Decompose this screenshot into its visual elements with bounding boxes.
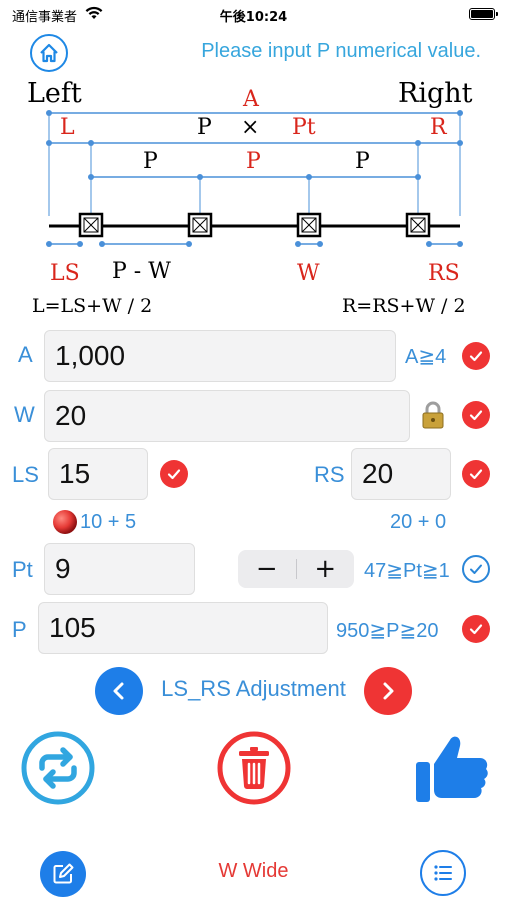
a-check-button[interactable] [462, 342, 490, 370]
prompt-text: Please input P numerical value. [201, 40, 481, 62]
lock-button[interactable] [420, 400, 446, 430]
diagram-r-label: R [430, 115, 448, 140]
diagram-p3-label: P [355, 149, 370, 174]
checkmark-icon [469, 624, 483, 635]
diagram-l-formula: L=LS+W / 2 [32, 295, 152, 317]
diagram-a-label: A [242, 87, 260, 112]
diagram-box-4 [405, 212, 431, 238]
thumbs-up-button[interactable] [412, 726, 492, 806]
wifi-icon [85, 6, 103, 19]
home-icon [40, 43, 58, 63]
swap-button[interactable] [20, 730, 96, 806]
status-bar: 通信事業者 午後10:24 [0, 0, 507, 28]
ls-check-button[interactable] [160, 460, 188, 488]
checkmark-icon [469, 469, 483, 480]
pt-hint: 47≧Pt≧1 [364, 560, 450, 582]
p-hint: 950≧P≧20 [336, 620, 439, 642]
diagram-l-label: L [60, 115, 75, 140]
diagram-pt-label: Pt [292, 115, 316, 140]
diagram-rs-label: RS [428, 261, 460, 286]
battery-icon [469, 8, 498, 20]
stepper-minus-button[interactable]: − [255, 554, 278, 584]
edit-icon [53, 863, 74, 884]
a-hint: A≧4 [405, 346, 447, 368]
diagram-left-label: Left [27, 78, 82, 109]
ls-label: LS [12, 462, 39, 487]
trash-icon [239, 747, 269, 789]
a-label: A [18, 342, 33, 367]
w-check-button[interactable] [462, 401, 490, 429]
diagram-r-formula: R=RS+W / 2 [342, 295, 466, 317]
pt-input[interactable]: 9 [44, 543, 195, 595]
delete-button[interactable] [216, 730, 292, 806]
w-label: W [14, 402, 35, 427]
swap-icon [39, 747, 77, 789]
stepper-divider [295, 559, 297, 579]
diagram-p2-label: P [246, 149, 261, 174]
ls-input[interactable]: 15 [48, 448, 148, 500]
diagram-w-label: W [297, 261, 320, 286]
adjust-label: LS_RS Adjustment [161, 676, 346, 701]
p-check-button[interactable] [462, 615, 490, 643]
diagram-p-minus-w-label: P - W [112, 259, 171, 284]
pt-stepper[interactable]: − + [238, 550, 354, 588]
edit-button[interactable] [40, 851, 86, 897]
checkmark-icon [167, 469, 181, 480]
w-wide-label[interactable]: W Wide [218, 860, 289, 882]
adjust-left-button[interactable] [95, 667, 143, 715]
diagram-times-label: × [241, 115, 259, 140]
home-button[interactable] [30, 34, 68, 72]
diagram-box-1 [78, 212, 104, 238]
rs-check-button[interactable] [462, 460, 490, 488]
p-input[interactable]: 105 [38, 602, 328, 654]
diagram-p-label: P [197, 115, 212, 140]
chevron-right-icon [383, 682, 394, 700]
menu-button[interactable] [420, 850, 466, 896]
thumbs-up-icon [416, 736, 488, 802]
checkmark-icon [469, 410, 483, 421]
rs-label: RS [314, 462, 345, 487]
diagram-right-label: Right [398, 78, 473, 109]
stepper-plus-button[interactable]: + [314, 554, 337, 584]
list-icon [434, 865, 452, 881]
checkmark-icon [469, 351, 483, 362]
adjust-right-button[interactable] [364, 667, 412, 715]
diagram-ls-label: LS [50, 261, 80, 286]
a-input[interactable]: 1,000 [44, 330, 396, 382]
red-dot-icon [53, 510, 77, 534]
diagram-p1-label: P [143, 149, 158, 174]
diagram-box-2 [187, 212, 213, 238]
ls-sub-value: 10 + 5 [80, 511, 137, 533]
diagram-box-3 [296, 212, 322, 238]
status-time: 午後10:24 [219, 10, 288, 25]
checkmark-icon [470, 564, 482, 574]
rs-sub-value: 20 + 0 [390, 511, 447, 533]
p-label: P [12, 617, 27, 642]
w-input[interactable]: 20 [44, 390, 410, 442]
rs-input[interactable]: 20 [351, 448, 451, 500]
lock-icon [422, 401, 444, 429]
pt-label: Pt [12, 557, 33, 582]
status-carrier: 通信事業者 [12, 10, 78, 25]
pt-check-button[interactable] [462, 555, 490, 583]
chevron-left-icon [113, 682, 124, 700]
layout-diagram: Left Right A L P × Pt R P P P [27, 78, 473, 317]
